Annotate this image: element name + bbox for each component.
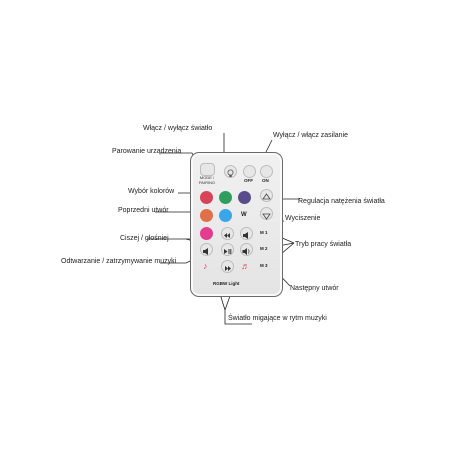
label-pairing: Parowanie urządzenia xyxy=(112,148,182,155)
label-mute: Wyciszenie xyxy=(285,215,321,222)
previous-icon xyxy=(224,233,230,238)
color-pink-button[interactable] xyxy=(200,227,213,240)
mode1-label[interactable]: M 1 xyxy=(260,230,268,235)
volume-up-button[interactable] xyxy=(240,243,253,256)
color-orange-button[interactable] xyxy=(200,209,213,222)
label-previous: Poprzedni utwór xyxy=(118,207,169,214)
volume-down-icon xyxy=(203,248,208,255)
label-brightness: Regulacja natężenia światła xyxy=(298,198,385,205)
label-music-flash: Światło migające w rytm muzyki xyxy=(228,315,327,322)
on-label: ON xyxy=(262,178,269,183)
label-volume: Ciszej / głośniej xyxy=(120,235,169,242)
music-flash-icon[interactable]: ♬ xyxy=(241,261,250,271)
mute-icon xyxy=(243,232,248,239)
logo-text: RGBW Light xyxy=(213,281,240,286)
color-purple-button[interactable] xyxy=(238,191,251,204)
bulb-icon xyxy=(227,169,234,177)
white-button-label: W xyxy=(241,212,247,218)
mode2-label[interactable]: M 2 xyxy=(260,246,268,251)
color-blue-button[interactable] xyxy=(219,209,232,222)
play-pause-icon xyxy=(224,249,232,254)
next-track-button[interactable] xyxy=(221,260,234,273)
brightness-down-icon xyxy=(262,213,271,220)
line-music xyxy=(224,310,252,325)
label-power-main: Wyłącz / włącz zasilanie xyxy=(273,132,349,139)
pair-text: MODE / PAIRING xyxy=(198,175,216,185)
label-next: Następny utwór xyxy=(290,285,339,292)
power-on-button[interactable] xyxy=(260,165,273,178)
remote-control: MODE / PAIRING OFF ON W M 1 xyxy=(190,152,283,297)
brightness-up-icon xyxy=(262,193,271,200)
light-power-button[interactable] xyxy=(224,165,237,178)
mute-button[interactable] xyxy=(240,227,253,240)
volume-down-button[interactable] xyxy=(200,243,213,256)
mode3-label[interactable]: M 3 xyxy=(260,263,268,268)
brightness-up-button[interactable] xyxy=(260,189,273,202)
pairing-button[interactable] xyxy=(200,163,215,176)
play-pause-button[interactable] xyxy=(221,243,234,256)
color-red-button[interactable] xyxy=(200,191,213,204)
brightness-down-button[interactable] xyxy=(260,207,273,220)
previous-track-button[interactable] xyxy=(221,227,234,240)
label-play-pause: Odtwarzanie / zatrzymywanie muzyki xyxy=(61,258,177,265)
label-light-mode: Tryb pracy światła xyxy=(295,241,352,248)
volume-up-icon xyxy=(242,248,250,255)
music-note-icon[interactable]: ♪ xyxy=(203,261,208,271)
label-power-light: Włącz / wyłącz światło xyxy=(143,125,213,132)
label-color: Wybór kolorów xyxy=(128,188,175,195)
next-icon xyxy=(225,266,231,271)
color-green-button[interactable] xyxy=(219,191,232,204)
power-off-button[interactable] xyxy=(243,165,256,178)
off-label: OFF xyxy=(244,178,253,183)
